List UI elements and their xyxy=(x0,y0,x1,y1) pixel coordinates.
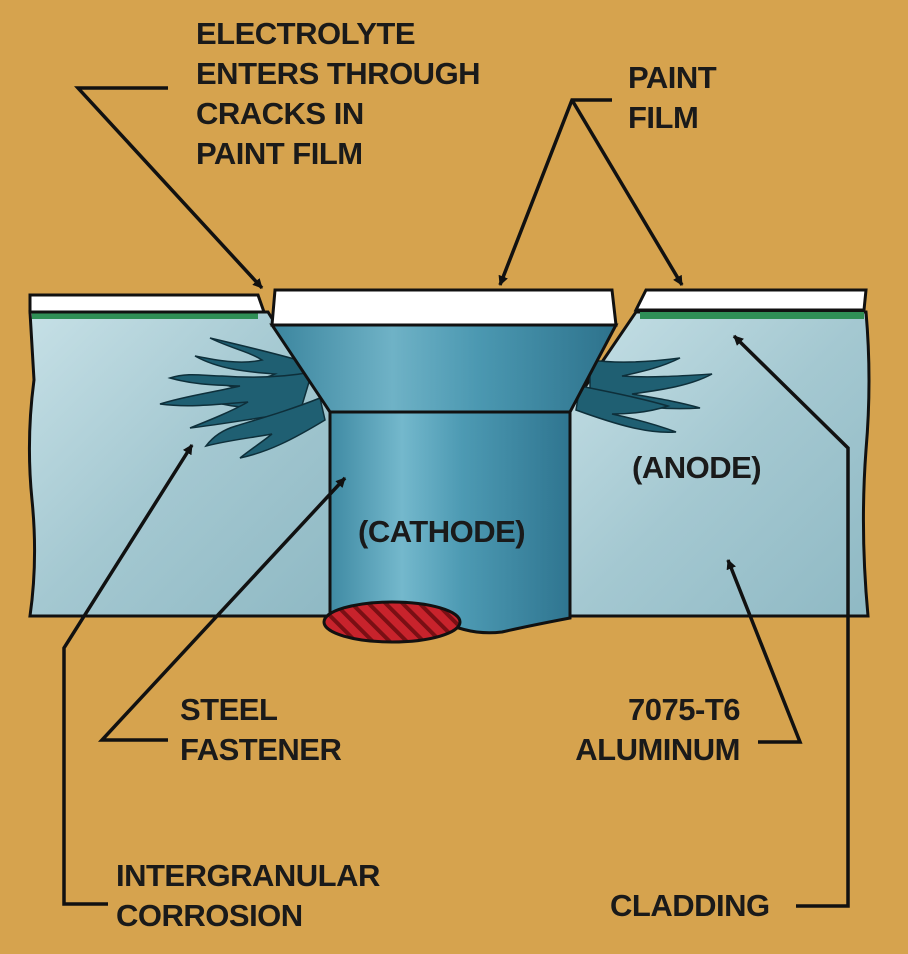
label-intergranular-line-2: CORROSION xyxy=(116,898,303,933)
label-aluminum: 7075-T6 ALUMINUM xyxy=(548,690,740,770)
leader-aluminum xyxy=(726,559,803,744)
leader-cladding xyxy=(732,334,850,908)
label-cladding: CLADDING xyxy=(610,888,770,923)
label-cathode: (CATHODE) xyxy=(358,514,526,549)
label-paint-film: PAINT FILM xyxy=(628,58,717,138)
label-steel-fastener: STEEL FASTENER xyxy=(180,690,342,770)
label-paint-film-line-2: FILM xyxy=(628,100,699,135)
leader-steel-fastener xyxy=(97,476,347,742)
paint-film-center xyxy=(270,288,618,327)
label-electrolyte-line-4: PAINT FILM xyxy=(196,136,363,171)
paint-film-left xyxy=(28,293,267,314)
label-intergranular-line-1: INTERGRANULAR xyxy=(116,858,380,893)
cladding-left xyxy=(32,312,258,319)
fastener-head xyxy=(269,323,619,414)
label-electrolyte: ELECTROLYTE ENTERS THROUGH CRACKS IN PAI… xyxy=(196,14,481,174)
paint-film-right xyxy=(633,288,868,312)
leader-paint-film-center xyxy=(498,98,612,286)
label-anode: (ANODE) xyxy=(632,450,762,485)
leader-lines xyxy=(62,86,850,908)
leader-intergranular xyxy=(62,444,194,906)
label-aluminum-line-2: ALUMINUM xyxy=(575,732,740,767)
intergranular-corrosion-right xyxy=(575,357,713,434)
label-paint-film-line-1: PAINT xyxy=(628,60,717,95)
label-steel-fastener-line-1: STEEL xyxy=(180,692,278,727)
label-electrolyte-line-3: CRACKS IN xyxy=(196,96,364,131)
leader-electrolyte xyxy=(74,86,264,290)
label-intergranular: INTERGRANULAR CORROSION xyxy=(116,856,380,936)
label-steel-fastener-line-2: FASTENER xyxy=(180,732,342,767)
fastener-cut-section xyxy=(322,600,462,644)
label-electrolyte-line-1: ELECTROLYTE xyxy=(196,16,416,51)
intergranular-corrosion-left xyxy=(159,337,326,459)
leader-paint-film-right xyxy=(570,99,684,286)
label-electrolyte-line-2: ENTERS THROUGH xyxy=(196,56,481,91)
cladding-right xyxy=(640,312,864,319)
label-aluminum-line-1: 7075-T6 xyxy=(628,692,740,727)
